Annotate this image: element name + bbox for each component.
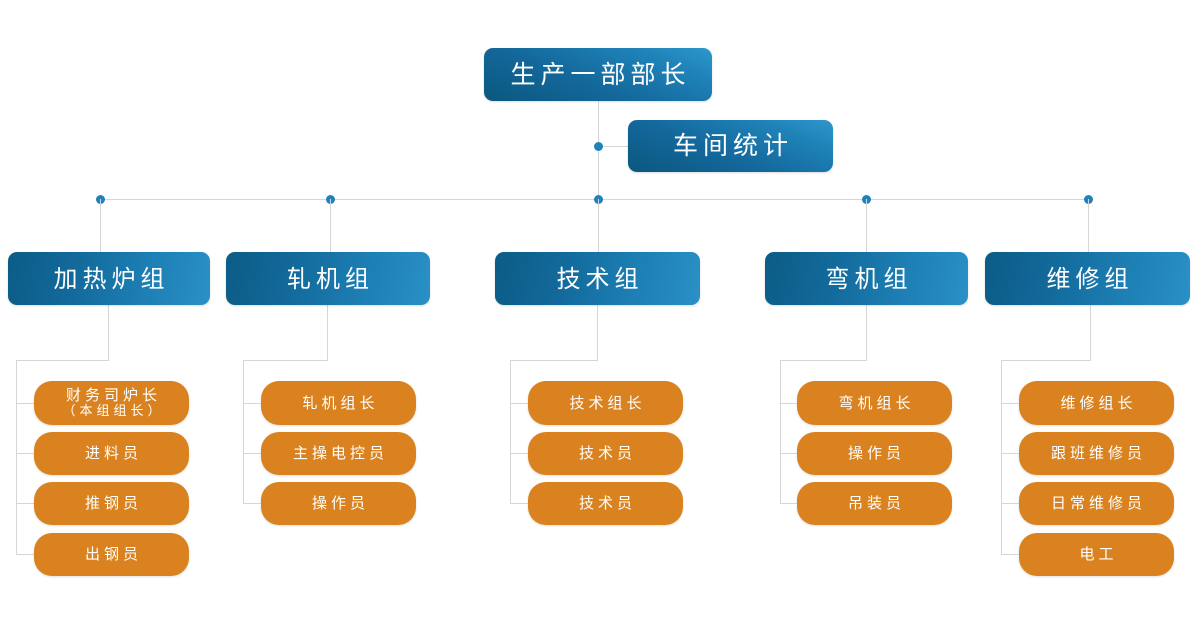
node-staff-label: 车间统计 <box>672 131 793 161</box>
node-member-1-2[interactable]: 进料员 <box>34 432 189 475</box>
node-member-2-3-label: 操作员 <box>311 494 369 513</box>
connector-g3-spine <box>510 360 511 504</box>
node-member-3-2[interactable]: 技术员 <box>528 432 683 475</box>
node-member-5-4[interactable]: 电工 <box>1019 533 1174 576</box>
node-member-2-1[interactable]: 轧机组长 <box>261 381 416 425</box>
connector-drop-group-1 <box>100 199 101 252</box>
connector-g5-stub-1 <box>1001 403 1028 404</box>
node-group-5[interactable]: 维修组 <box>985 252 1190 305</box>
node-member-4-1-label: 弯机组长 <box>838 393 915 412</box>
connector-g1-drop <box>108 305 109 360</box>
connector-g1-spine <box>16 360 17 555</box>
node-member-5-2[interactable]: 跟班维修员 <box>1019 432 1174 475</box>
connector-drop-group-3 <box>598 199 599 252</box>
node-group-4-label: 弯机组 <box>825 264 913 293</box>
node-member-1-1[interactable]: 财务司炉长 （本组组长） <box>34 381 189 425</box>
node-group-5-label: 维修组 <box>1046 264 1134 293</box>
connector-g4-elbow <box>780 360 867 361</box>
connector-g5-spine <box>1001 360 1002 555</box>
node-member-3-1[interactable]: 技术组长 <box>528 381 683 425</box>
node-member-4-2[interactable]: 操作员 <box>797 432 952 475</box>
connector-g5-stub-4 <box>1001 554 1028 555</box>
connector-dot-staff <box>594 142 603 151</box>
connector-g1-stub-4 <box>16 554 43 555</box>
node-member-5-4-label: 电工 <box>1079 545 1118 564</box>
node-member-1-3-label: 推钢员 <box>84 494 142 513</box>
node-member-1-4[interactable]: 出钢员 <box>34 533 189 576</box>
connector-drop-group-2 <box>330 199 331 252</box>
node-member-5-1-label: 维修组长 <box>1060 393 1137 412</box>
node-member-1-4-label: 出钢员 <box>84 545 142 564</box>
node-member-2-1-label: 轧机组长 <box>302 393 379 412</box>
node-member-3-3[interactable]: 技术员 <box>528 482 683 525</box>
connector-g2-stub-2 <box>243 453 270 454</box>
node-group-1[interactable]: 加热炉组 <box>8 252 210 305</box>
node-staff[interactable]: 车间统计 <box>628 120 833 172</box>
node-member-3-2-label: 技术员 <box>578 444 636 463</box>
node-member-5-3[interactable]: 日常维修员 <box>1019 482 1174 525</box>
connector-g2-drop <box>327 305 328 360</box>
node-root[interactable]: 生产一部部长 <box>484 48 712 101</box>
connector-g2-spine <box>243 360 244 504</box>
node-member-2-2[interactable]: 主操电控员 <box>261 432 416 475</box>
connector-g1-stub-3 <box>16 503 43 504</box>
node-root-label: 生产一部部长 <box>510 59 691 89</box>
node-member-4-2-label: 操作员 <box>847 444 905 463</box>
node-member-4-3[interactable]: 吊装员 <box>797 482 952 525</box>
node-member-1-1-sublabel: （本组组长） <box>62 404 165 420</box>
connector-g4-stub-3 <box>780 503 807 504</box>
node-group-2[interactable]: 轧机组 <box>226 252 430 305</box>
connector-g2-elbow <box>243 360 328 361</box>
connector-g3-stub-3 <box>510 503 537 504</box>
node-member-1-2-label: 进料员 <box>84 444 142 463</box>
node-group-1-label: 加热炉组 <box>53 264 170 293</box>
connector-g4-spine <box>780 360 781 504</box>
node-member-2-3[interactable]: 操作员 <box>261 482 416 525</box>
node-group-4[interactable]: 弯机组 <box>765 252 968 305</box>
connector-g2-stub-1 <box>243 403 270 404</box>
node-group-2-label: 轧机组 <box>287 264 374 293</box>
node-member-5-2-label: 跟班维修员 <box>1050 444 1146 463</box>
connector-g3-elbow <box>510 360 598 361</box>
node-group-3-label: 技术组 <box>556 264 644 293</box>
node-group-3[interactable]: 技术组 <box>495 252 700 305</box>
connector-drop-group-4 <box>866 199 867 252</box>
connector-g5-stub-3 <box>1001 503 1028 504</box>
connector-g1-elbow <box>16 360 109 361</box>
connector-g5-elbow <box>1001 360 1091 361</box>
node-member-4-1[interactable]: 弯机组长 <box>797 381 952 425</box>
connector-g5-stub-2 <box>1001 453 1028 454</box>
connector-g3-drop <box>597 305 598 360</box>
node-member-3-1-label: 技术组长 <box>569 393 646 412</box>
node-member-3-3-label: 技术员 <box>578 494 636 513</box>
connector-g4-stub-2 <box>780 453 807 454</box>
connector-g1-stub-1 <box>16 403 43 404</box>
node-member-4-3-label: 吊装员 <box>847 494 905 513</box>
connector-staff-stub <box>598 146 630 147</box>
connector-g4-drop <box>866 305 867 360</box>
node-member-1-3[interactable]: 推钢员 <box>34 482 189 525</box>
connector-drop-group-5 <box>1088 199 1089 252</box>
node-member-1-1-label: 财务司炉长 <box>65 385 161 404</box>
node-member-2-2-label: 主操电控员 <box>292 444 388 463</box>
connector-g3-stub-2 <box>510 453 537 454</box>
connector-g4-stub-1 <box>780 403 807 404</box>
connector-g5-drop <box>1090 305 1091 360</box>
connector-g2-stub-3 <box>243 503 270 504</box>
node-member-5-1[interactable]: 维修组长 <box>1019 381 1174 425</box>
connector-g3-stub-1 <box>510 403 537 404</box>
node-member-5-3-label: 日常维修员 <box>1050 494 1146 513</box>
connector-g1-stub-2 <box>16 453 43 454</box>
